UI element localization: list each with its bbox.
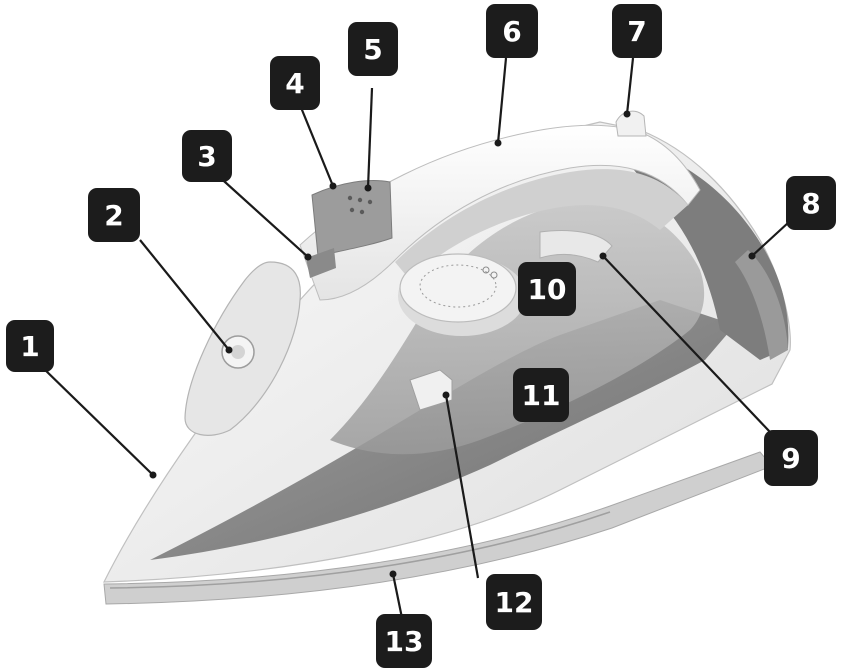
callout-11-badge — [513, 368, 569, 422]
callout-7: 7 — [612, 4, 662, 58]
anchor-dot-4 — [329, 182, 337, 190]
callout-8-label: 8 — [801, 187, 820, 220]
callout-6-label: 6 — [502, 15, 521, 48]
leader-line-13 — [391, 573, 404, 619]
leader-line-6 — [496, 57, 508, 144]
anchor-dot-8 — [748, 252, 756, 260]
panel-led-2 — [357, 197, 363, 203]
callout-4: 4 — [270, 56, 320, 110]
anchor-dot-2 — [225, 346, 233, 354]
anchor-dot-9 — [599, 252, 607, 260]
anchor-dot-3 — [304, 253, 312, 261]
anchor-dot-6 — [494, 139, 502, 147]
callout-5-label: 5 — [363, 33, 382, 66]
callout-11: 11 — [513, 368, 569, 422]
callout-13-badge — [376, 614, 432, 668]
handle-inner-shadow — [395, 169, 688, 280]
panel-led-3 — [367, 199, 373, 205]
callout-2: 2 — [88, 188, 140, 242]
callout-6-badge — [486, 4, 538, 58]
callout-badges: 1 2 3 4 5 6 7 8 — [6, 4, 836, 668]
callout-13-label: 13 — [385, 625, 424, 658]
leader-line-1 — [39, 364, 154, 476]
anchor-dot-5 — [364, 184, 372, 192]
leader-line-5 — [366, 87, 374, 189]
leader-line-12 — [444, 394, 480, 579]
callout-10: 10 — [518, 262, 576, 316]
leader-line-2 — [139, 239, 230, 351]
callout-2-label: 2 — [104, 199, 123, 232]
callout-1-badge — [6, 320, 54, 372]
control-panel-shape — [311, 180, 393, 257]
callout-13: 13 — [376, 614, 432, 668]
panel-led-4 — [349, 207, 355, 213]
anchor-dot-7 — [623, 110, 631, 118]
callout-12: 12 — [486, 574, 542, 630]
anchor-dots — [149, 110, 756, 578]
callout-11-label: 11 — [522, 379, 561, 412]
callout-9-label: 9 — [781, 442, 800, 475]
leader-line-7 — [625, 57, 635, 115]
callout-10-label: 10 — [528, 273, 567, 306]
anchor-dot-12 — [442, 391, 450, 399]
dial-marker — [482, 266, 490, 274]
callout-10-badge — [518, 262, 576, 316]
callout-4-badge — [270, 56, 320, 110]
leader-line-4 — [298, 104, 335, 187]
callout-3: 3 — [182, 130, 232, 182]
callout-1-label: 1 — [20, 330, 39, 363]
callout-2-badge — [88, 188, 140, 242]
heel-rest-shape — [735, 250, 788, 360]
dial-ring-shape — [419, 264, 497, 308]
callout-4-label: 4 — [285, 67, 304, 100]
callout-9: 9 — [764, 430, 818, 486]
leader-lines — [39, 57, 790, 619]
callout-7-label: 7 — [627, 15, 646, 48]
callout-8-badge — [786, 176, 836, 230]
dial-marker — [490, 271, 498, 279]
callout-8: 8 — [786, 176, 836, 230]
dial-face-shape — [399, 253, 517, 323]
anchor-dot-1 — [149, 471, 157, 479]
panel-led-5 — [359, 209, 365, 215]
callout-12-label: 12 — [495, 586, 534, 619]
callout-1: 1 — [6, 320, 54, 372]
soleplate-edge-line — [109, 511, 611, 589]
leader-line-3 — [214, 172, 309, 258]
spray-button-shape — [306, 248, 336, 278]
callout-12-badge — [486, 574, 542, 630]
leader-line-8 — [751, 221, 790, 257]
panel-led-1 — [347, 195, 353, 201]
callout-3-badge — [182, 130, 232, 182]
fill-cap-center — [231, 345, 245, 359]
callout-5: 5 — [348, 22, 398, 76]
callout-9-badge — [764, 430, 818, 486]
callout-6: 6 — [486, 4, 538, 58]
anchor-dot-13 — [389, 570, 397, 578]
callout-3-label: 3 — [197, 140, 216, 173]
callout-7-badge — [612, 4, 662, 58]
rear-housing-shape — [610, 140, 789, 360]
callout-5-badge — [348, 22, 398, 76]
cord-guard-shape — [615, 110, 647, 137]
tank-release-shape — [409, 369, 453, 411]
leader-line-9 — [602, 255, 771, 433]
